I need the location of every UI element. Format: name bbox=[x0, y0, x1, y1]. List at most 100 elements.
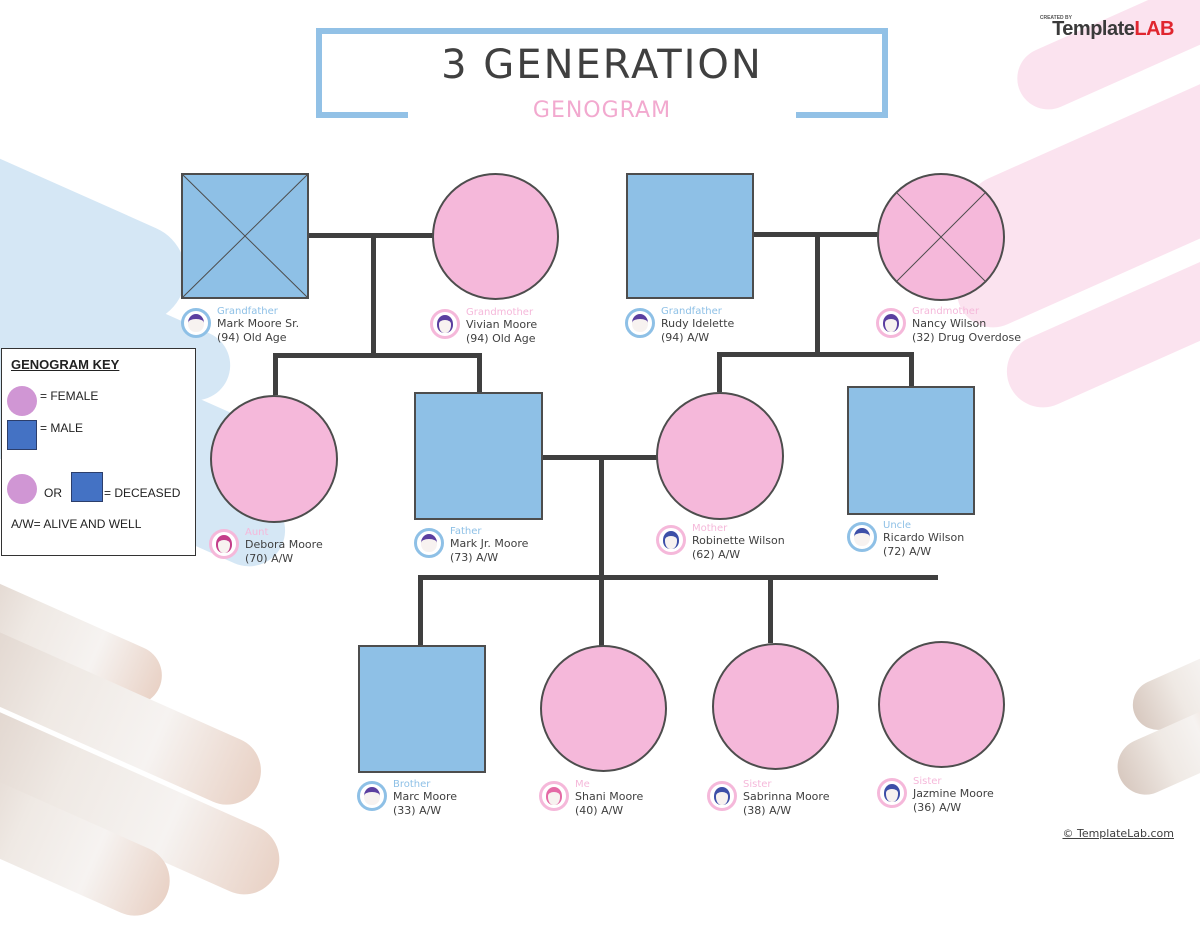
woman-avatar-icon bbox=[656, 525, 686, 555]
person-status: (38) A/W bbox=[743, 804, 792, 817]
uncle-symbol[interactable] bbox=[847, 386, 975, 515]
genogram-key: GENOGRAM KEY = FEMALE = MALE OR = DECEAS… bbox=[1, 348, 196, 556]
person-name: Rudy Idelette bbox=[661, 317, 735, 330]
person-status: (72) A/W bbox=[883, 545, 932, 558]
person-name: Sabrinna Moore bbox=[743, 790, 830, 803]
sibling-line bbox=[273, 353, 482, 358]
elderly-woman-avatar-icon bbox=[430, 309, 460, 339]
key-female-label: = FEMALE bbox=[40, 389, 99, 403]
elderly-man-avatar-icon bbox=[625, 308, 655, 338]
child-line bbox=[418, 575, 423, 645]
sibling-line bbox=[717, 352, 914, 357]
person-status: (94) A/W bbox=[661, 331, 710, 344]
child-line bbox=[768, 575, 773, 643]
templatelab-logo: TemplateLAB bbox=[1052, 18, 1174, 41]
page-subtitle: GENOGRAM bbox=[532, 98, 672, 123]
person-role: Me bbox=[575, 779, 590, 790]
person-name: Robinette Wilson bbox=[692, 534, 785, 547]
aunt-symbol[interactable] bbox=[210, 395, 338, 523]
woman-avatar-icon bbox=[209, 529, 239, 559]
person-status: (70) A/W bbox=[245, 552, 294, 565]
elderly-woman-avatar-icon bbox=[876, 308, 906, 338]
child-line bbox=[909, 352, 914, 388]
person-status: (73) A/W bbox=[450, 551, 499, 564]
logo-text: Template bbox=[1052, 18, 1135, 40]
logo-accent-text: LAB bbox=[1134, 18, 1174, 40]
man-avatar-icon bbox=[847, 522, 877, 552]
title-frame-corner bbox=[316, 112, 408, 118]
person-name: Ricardo Wilson bbox=[883, 531, 965, 544]
descent-line bbox=[599, 455, 604, 579]
father-symbol[interactable] bbox=[414, 392, 543, 520]
elderly-man-avatar-icon bbox=[181, 308, 211, 338]
key-or-label: OR bbox=[44, 486, 62, 500]
person-name: Debora Moore bbox=[245, 538, 323, 551]
key-deceased-label: = DECEASED bbox=[104, 486, 181, 500]
person-status: (40) A/W bbox=[575, 804, 624, 817]
person-name: Mark Moore Sr. bbox=[217, 317, 300, 330]
person-name: Marc Moore bbox=[393, 790, 458, 803]
person-role: Grandmother bbox=[912, 306, 980, 317]
person-name: Vivian Moore bbox=[466, 318, 538, 331]
key-deceased-square-icon bbox=[71, 472, 103, 502]
child-line bbox=[273, 353, 278, 395]
key-male-square-icon bbox=[7, 420, 37, 450]
person-role: Grandfather bbox=[217, 306, 278, 317]
person-status: (36) A/W bbox=[913, 801, 962, 814]
footer-copyright-link[interactable]: © TemplateLab.com bbox=[1062, 827, 1174, 840]
person-name: Shani Moore bbox=[575, 790, 644, 803]
grandfather-paternal-symbol[interactable] bbox=[181, 173, 309, 299]
deceased-cross-icon bbox=[896, 192, 986, 282]
key-male-label: = MALE bbox=[40, 421, 84, 435]
person-name: Jazmine Moore bbox=[913, 787, 994, 800]
grandmother-paternal-symbol[interactable] bbox=[432, 173, 559, 300]
page-title: 3 GENERATION bbox=[441, 42, 763, 88]
title-frame bbox=[316, 28, 888, 116]
brother-symbol[interactable] bbox=[358, 645, 486, 773]
man-avatar-icon bbox=[414, 528, 444, 558]
mother-symbol[interactable] bbox=[656, 392, 784, 520]
girl-avatar-icon bbox=[877, 778, 907, 808]
descent-line bbox=[371, 233, 376, 357]
person-status: (94) Old Age bbox=[217, 331, 287, 344]
marriage-line bbox=[306, 233, 434, 238]
person-status: (33) A/W bbox=[393, 804, 442, 817]
deceased-cross-icon bbox=[183, 175, 307, 297]
person-role: Grandfather bbox=[661, 306, 722, 317]
person-name: Mark Jr. Moore bbox=[450, 537, 529, 550]
grandfather-maternal-symbol[interactable] bbox=[626, 173, 754, 299]
key-title: GENOGRAM KEY bbox=[11, 357, 120, 372]
sibling-line bbox=[418, 575, 938, 580]
person-role: Sister bbox=[913, 776, 942, 787]
person-status: (32) Drug Overdose bbox=[912, 331, 1021, 344]
key-female-circle-icon bbox=[7, 386, 37, 416]
me-symbol[interactable] bbox=[540, 645, 667, 772]
sister-symbol[interactable] bbox=[878, 641, 1005, 768]
person-status: (62) A/W bbox=[692, 548, 741, 561]
person-role: Father bbox=[450, 526, 482, 537]
key-deceased-circle-icon bbox=[7, 474, 37, 504]
person-role: Brother bbox=[393, 779, 431, 790]
person-role: Aunt bbox=[245, 527, 269, 538]
person-role: Grandmother bbox=[466, 307, 534, 318]
person-name: Nancy Wilson bbox=[912, 317, 987, 330]
child-line bbox=[477, 353, 482, 393]
person-role: Mother bbox=[692, 523, 728, 534]
sister-symbol[interactable] bbox=[712, 643, 839, 770]
person-role: Sister bbox=[743, 779, 772, 790]
descent-line bbox=[815, 232, 820, 356]
boy-avatar-icon bbox=[357, 781, 387, 811]
person-role: Uncle bbox=[883, 520, 912, 531]
grandmother-maternal-symbol[interactable] bbox=[877, 173, 1005, 301]
key-aw-label: A/W= ALIVE AND WELL bbox=[11, 517, 142, 531]
